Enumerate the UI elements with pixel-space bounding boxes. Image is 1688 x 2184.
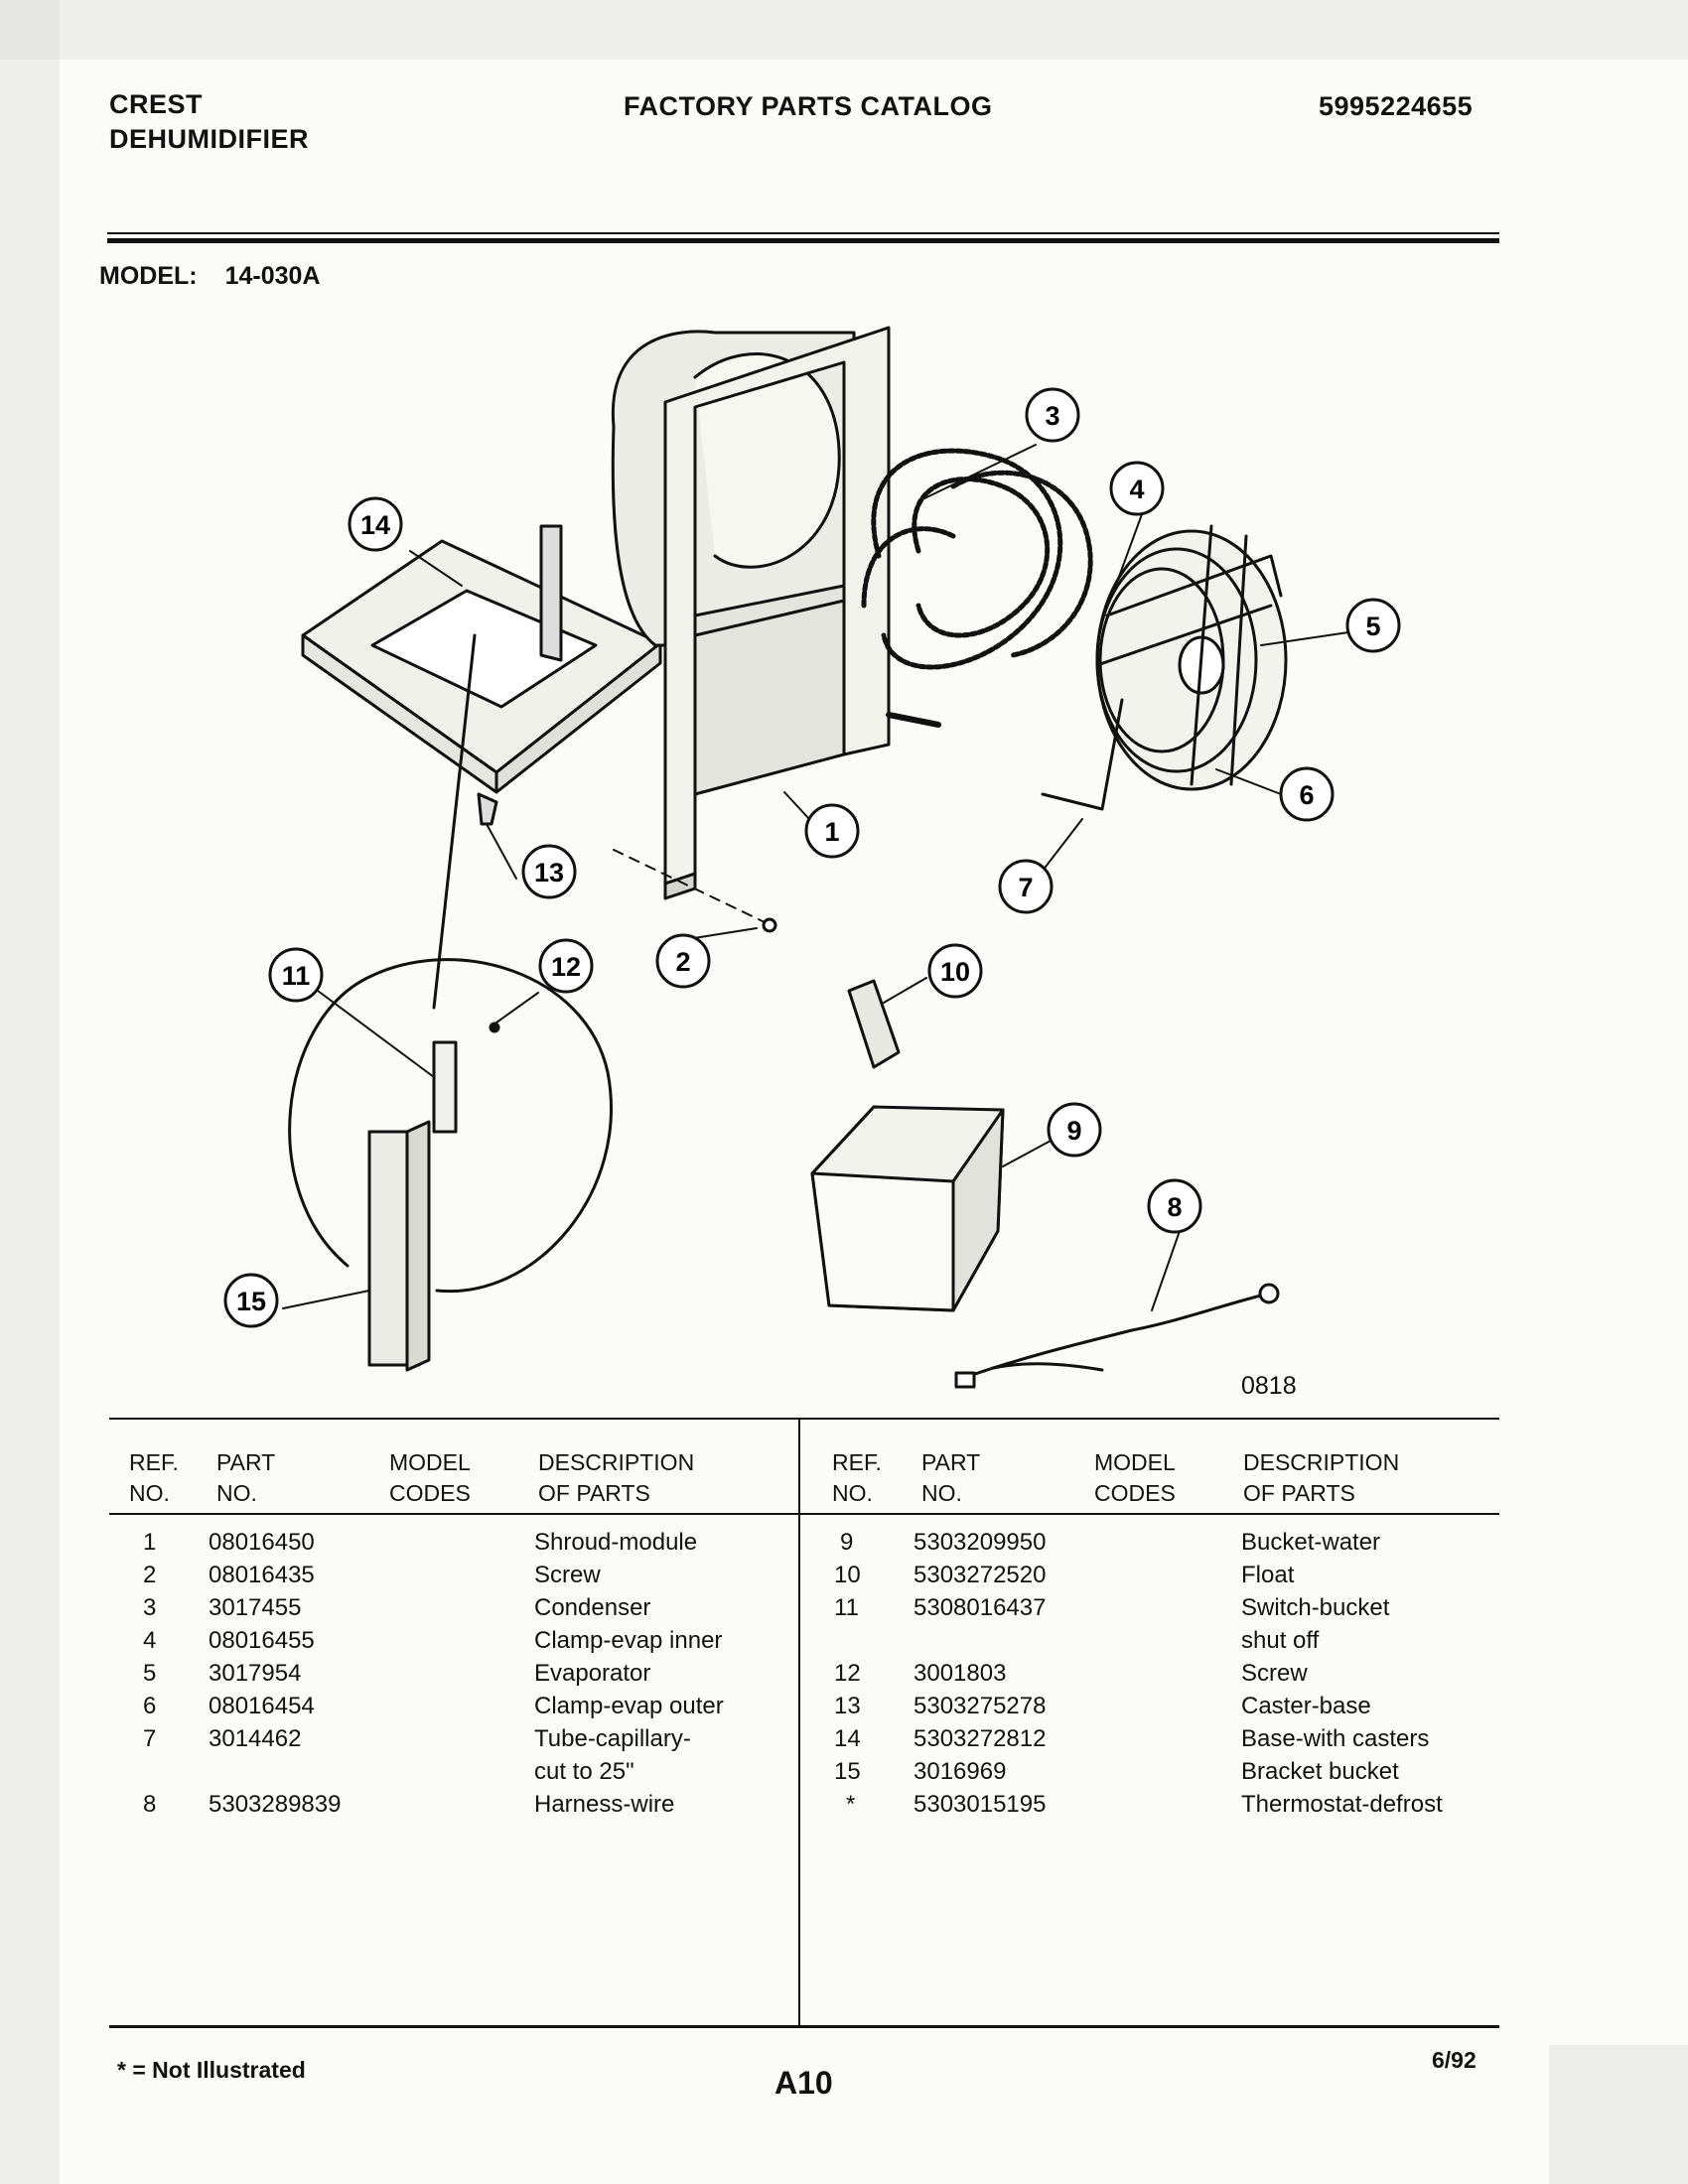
callout-13: 13 bbox=[521, 844, 577, 899]
detail-view-circle bbox=[288, 633, 613, 1372]
callout-9: 9 bbox=[1047, 1102, 1102, 1158]
col-header-ref-right: REF.NO. bbox=[832, 1449, 882, 1506]
paper-noise-corner bbox=[1549, 2045, 1688, 2184]
callout-10: 10 bbox=[927, 943, 983, 999]
callout-4: 4 bbox=[1109, 461, 1165, 516]
header-rule-thin bbox=[107, 232, 1499, 234]
capillary-tube-part bbox=[1041, 698, 1124, 811]
diagram-code: 0818 bbox=[1241, 1372, 1297, 1400]
svg-text:15: 15 bbox=[236, 1287, 266, 1316]
table-bottom-rule bbox=[109, 2025, 1499, 2028]
paper-noise-left bbox=[0, 0, 60, 2184]
product-type: DEHUMIDIFIER bbox=[109, 124, 309, 154]
svg-text:2: 2 bbox=[675, 947, 690, 977]
callout-3: 3 bbox=[1025, 387, 1080, 443]
model-line: MODEL: 14-030A bbox=[99, 262, 321, 291]
svg-text:10: 10 bbox=[940, 957, 970, 987]
callout-2: 2 bbox=[655, 933, 711, 989]
catalog-number: 5995224655 bbox=[1319, 91, 1474, 121]
float-part bbox=[847, 979, 901, 1069]
svg-text:4: 4 bbox=[1129, 475, 1144, 504]
base-with-casters-part bbox=[301, 524, 662, 794]
water-bucket-part bbox=[810, 1105, 1005, 1312]
svg-text:12: 12 bbox=[551, 952, 581, 982]
callout-5: 5 bbox=[1345, 598, 1401, 653]
bucket-switch-part bbox=[432, 1040, 458, 1134]
svg-text:9: 9 bbox=[1066, 1116, 1081, 1146]
callout-6: 6 bbox=[1279, 766, 1335, 822]
callout-12: 12 bbox=[538, 938, 594, 994]
svg-text:13: 13 bbox=[534, 858, 564, 887]
clamp-inner-part bbox=[1105, 554, 1283, 617]
svg-text:6: 6 bbox=[1299, 780, 1314, 810]
svg-text:1: 1 bbox=[824, 817, 839, 847]
svg-text:3: 3 bbox=[1045, 401, 1059, 431]
condenser-coil-part bbox=[861, 448, 1093, 728]
footnote-not-illustrated: * = Not Illustrated bbox=[117, 2057, 306, 2083]
callout-15: 15 bbox=[223, 1273, 279, 1328]
brand-name: CREST bbox=[109, 89, 204, 119]
caster-base-part bbox=[477, 792, 498, 826]
callout-7: 7 bbox=[998, 859, 1054, 914]
callout-8: 8 bbox=[1147, 1178, 1202, 1234]
svg-text:7: 7 bbox=[1018, 873, 1033, 902]
clamp-outer-part bbox=[1190, 524, 1213, 786]
svg-text:14: 14 bbox=[360, 510, 390, 540]
screw-part bbox=[613, 849, 777, 933]
evaporator-coil-part bbox=[1095, 524, 1288, 791]
page-number: A10 bbox=[774, 2065, 833, 2101]
shroud-module-part bbox=[663, 326, 891, 900]
wire-harness-part bbox=[954, 1283, 1280, 1389]
exploded-parts-diagram: 1 2 3 4 5 6 7 8 9 10 11 12 13 14 15 bbox=[223, 326, 1401, 1389]
table-header-rule bbox=[109, 1513, 1499, 1515]
svg-text:5: 5 bbox=[1365, 612, 1380, 641]
catalog-title: FACTORY PARTS CATALOG bbox=[624, 91, 993, 121]
callout-14: 14 bbox=[348, 496, 403, 552]
model-value: 14-030A bbox=[224, 262, 321, 290]
header-rule-thick bbox=[107, 238, 1499, 243]
table-center-divider bbox=[798, 1418, 800, 2025]
paper-noise-top bbox=[0, 0, 1688, 60]
model-label: MODEL: bbox=[99, 262, 198, 290]
switch-screw-part bbox=[489, 1022, 500, 1033]
brand-block: CREST DEHUMIDIFIER bbox=[109, 87, 309, 157]
callout-11: 11 bbox=[268, 947, 324, 1003]
svg-text:11: 11 bbox=[282, 961, 311, 991]
svg-text:8: 8 bbox=[1167, 1192, 1182, 1222]
table-top-rule bbox=[109, 1418, 1499, 1420]
callout-1: 1 bbox=[804, 803, 860, 859]
col-header-ref-left: REF.NO. bbox=[129, 1449, 179, 1506]
revision-date: 6/92 bbox=[1432, 2047, 1477, 2073]
